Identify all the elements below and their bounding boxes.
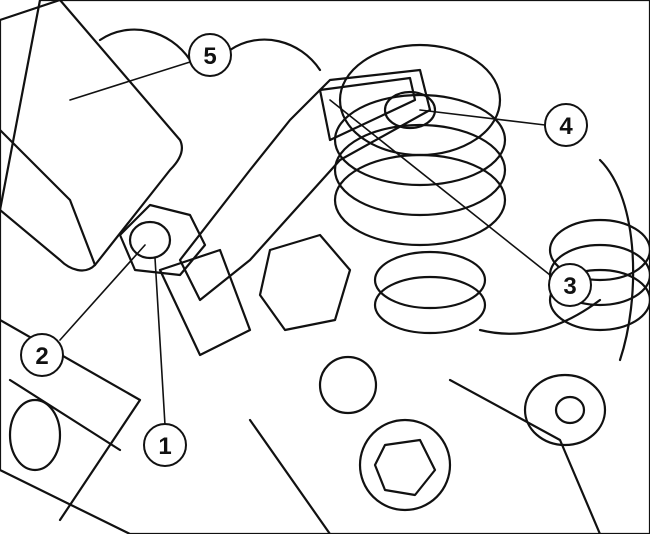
callout-label: 3 [563,273,576,300]
callout-label: 4 [559,113,573,140]
bolts [8,233,607,512]
callout-4: 4 [544,103,588,147]
valve-spring-gray [333,43,507,247]
callout-label: 2 [35,343,48,370]
callout-5: 5 [188,33,232,77]
callout-label: 1 [158,433,171,460]
callout-3: 3 [548,263,592,307]
feeler-gauge-tool [0,0,184,272]
valve-springs [373,218,650,335]
callout-2: 2 [20,333,64,377]
callout-1: 1 [143,423,187,467]
adjuster-assembly [118,203,252,357]
callout-label: 5 [203,43,216,70]
rocker-arm [178,68,432,302]
leader-lines [59,61,551,426]
